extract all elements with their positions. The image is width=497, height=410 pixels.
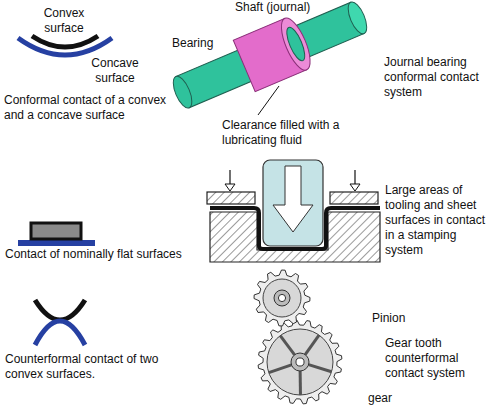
part-label: Journal bearing conformal contact system — [384, 55, 494, 100]
gear-spoke — [309, 365, 332, 372]
gear-pair — [254, 270, 342, 404]
gear-spoke — [280, 336, 294, 355]
gear-bore — [296, 358, 304, 366]
part-label: Contact of nominally flat surfaces — [5, 247, 205, 262]
part-label: Shaft (journal) — [235, 0, 325, 15]
part-label: Convex surface — [36, 6, 92, 36]
gear-spoke — [269, 365, 292, 373]
part-label: Conformal contact of a convex and a conc… — [4, 93, 186, 123]
gear-hub — [291, 353, 309, 371]
part-label: Pinion — [372, 311, 422, 326]
part-label: Large areas of tooling and sheet surface… — [385, 183, 493, 258]
convex-surface — [32, 36, 98, 47]
gear-rim — [267, 329, 333, 395]
convex-surface — [35, 321, 85, 345]
journal-bearing — [165, 0, 375, 121]
gear-spoke — [299, 371, 302, 395]
part-label: Counterformal contact of two convex surf… — [5, 352, 170, 382]
stamping-system — [207, 160, 380, 262]
gear-hub — [274, 290, 290, 306]
convex-surface — [35, 300, 85, 320]
part-label: Bearing — [172, 36, 224, 51]
gear-teeth — [258, 320, 342, 404]
flat-surface — [18, 240, 95, 246]
part-label: Gear tooth counterformal contact system — [385, 336, 493, 381]
gear-spoke — [305, 335, 319, 355]
gear-bore — [278, 294, 285, 301]
part-label: Clearance filled with a lubricating flui… — [222, 118, 354, 148]
part-label: gear — [368, 391, 408, 406]
leader-line — [258, 86, 279, 115]
gear-rim — [263, 279, 301, 317]
part-label: Concave surface — [86, 56, 144, 86]
flat-block — [31, 223, 81, 239]
gear-teeth — [254, 270, 310, 326]
